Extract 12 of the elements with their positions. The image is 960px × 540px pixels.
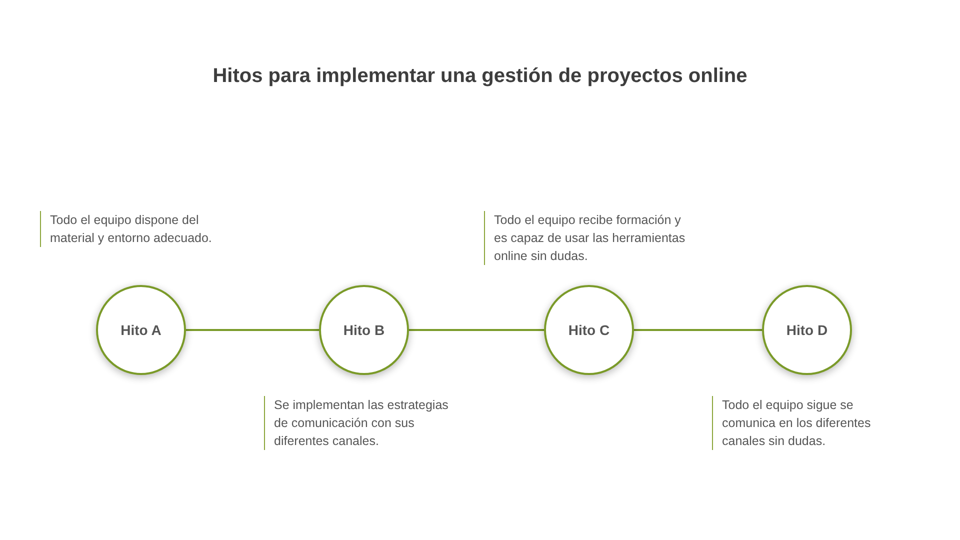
milestone-label: Hito A bbox=[120, 321, 162, 339]
milestone-label: Hito C bbox=[568, 321, 610, 339]
milestone-note: Todo el equipo dispone del material y entorno adecuado. bbox=[40, 211, 230, 247]
connector-line bbox=[409, 329, 544, 331]
diagram-title: Hitos para implementar una gestión de proyectos online bbox=[212, 64, 748, 89]
milestone-note: Se implementan las estrategias de comunicación con sus diferentes canales. bbox=[264, 396, 460, 450]
milestone-note: Todo el equipo sigue se comunica en los diferentes canales sin dudas. bbox=[712, 396, 897, 450]
milestone-note: Todo el equipo recibe formación y es capaz de usar las herramientas online sin dudas. bbox=[484, 211, 686, 265]
milestone-label: Hito D bbox=[786, 321, 828, 339]
connector-line bbox=[186, 329, 319, 331]
connector-line bbox=[634, 329, 762, 331]
milestone-label: Hito B bbox=[343, 321, 385, 339]
